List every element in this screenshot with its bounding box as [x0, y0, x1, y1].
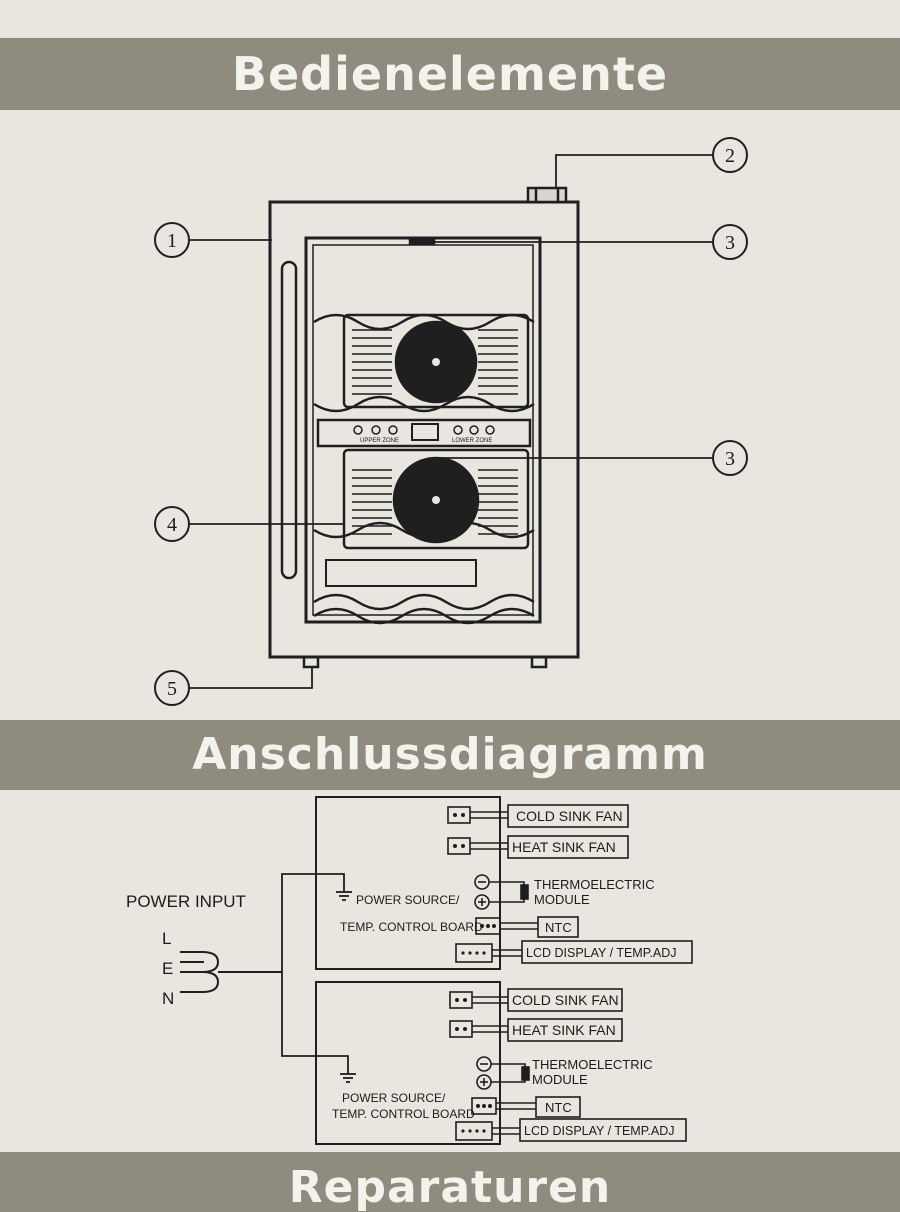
board2-power-source-label: POWER SOURCE/: [342, 1091, 446, 1105]
callout-4: [154, 506, 190, 542]
ground-symbol-1: [336, 891, 352, 901]
foot-left: [302, 655, 320, 669]
section-heading-wiring: Anschlussdiagramm: [0, 720, 900, 790]
thermo-minus-2: [476, 1056, 492, 1072]
board2-cold-fan-label: COLD SINK FAN: [512, 992, 619, 1008]
board2-thermo-label-1: THERMOELECTRIC: [532, 1057, 653, 1072]
callout-4-label: 4: [167, 514, 177, 536]
power-plug: [180, 951, 282, 993]
terminal-e-label: E: [162, 959, 173, 978]
board2-heat-fan-label: HEAT SINK FAN: [512, 1022, 616, 1038]
board2-thermo-label-2: MODULE: [532, 1072, 588, 1087]
lcd-display-box-1: [521, 940, 693, 964]
callout-1: [154, 222, 190, 258]
lcd-display-box-2: [519, 1118, 687, 1142]
callout-5: [154, 670, 190, 706]
connector-cold-fan-1: [447, 806, 471, 824]
connector-ntc-1: [475, 917, 501, 935]
callout-2: [712, 137, 748, 173]
door-handle: [280, 260, 298, 580]
cabinet-outline: [268, 200, 580, 659]
board2-ntc-label: NTC: [545, 1100, 572, 1115]
connector-heat-fan-2: [449, 1020, 473, 1038]
callout-3a: [712, 224, 748, 260]
connector-lcd-2: [455, 1121, 493, 1141]
top-control-knob: [526, 186, 568, 204]
control-board-2: [315, 981, 501, 1145]
foot-right: [530, 655, 548, 669]
callout-3b: [712, 440, 748, 476]
lcd-display: [411, 423, 439, 441]
lower-zone-label: LOWER ZONE: [452, 438, 492, 444]
upper-zone-label: UPPER ZONE: [360, 438, 399, 444]
callout-2-label: 2: [725, 145, 735, 167]
terminal-l-label: L: [162, 929, 171, 948]
connector-ntc-2: [471, 1097, 497, 1115]
thermo-plus-2: [476, 1074, 492, 1090]
ground-symbol-2: [340, 1073, 356, 1083]
wine-rack-lower: [313, 521, 535, 625]
upper-zone-button[interactable]: [353, 425, 363, 435]
heat-sink-fan-box-1: [507, 835, 629, 859]
power-input-label: POWER INPUT: [126, 892, 246, 911]
board1-control-board-label: TEMP. CONTROL BOARD: [340, 920, 483, 934]
connector-cold-fan-2: [449, 991, 473, 1009]
section-heading-repair: Reparaturen: [0, 1152, 900, 1212]
control-panel: [316, 418, 532, 448]
board1-thermo-label-1: THERMOELECTRIC: [534, 877, 655, 892]
callout-5-label: 5: [167, 678, 177, 700]
control-board-1: [315, 796, 501, 970]
section-heading-controls: Bedienelemente: [0, 38, 900, 110]
upper-fan-unit: [342, 313, 530, 409]
heat-sink-fan-box-2: [507, 1018, 623, 1042]
connector-heat-fan-1: [447, 837, 471, 855]
board2-control-board-label: TEMP. CONTROL BOARD: [332, 1107, 475, 1121]
appliance-diagram: UPPER ZONE LOWER ZONE 1 2 3 3 4: [154, 137, 748, 706]
terminal-n-label: N: [162, 989, 174, 1008]
callout-1-label: 1: [167, 230, 177, 252]
door-window: [304, 236, 542, 624]
thermo-plus-1: [474, 894, 490, 910]
board1-cold-fan-label: COLD SINK FAN: [516, 808, 623, 824]
board2-lcd-label: LCD DISPLAY / TEMP.ADJ: [524, 1124, 675, 1138]
callout-3a-label: 3: [725, 232, 735, 254]
board1-heat-fan-label: HEAT SINK FAN: [512, 839, 616, 855]
wine-rack-upper: [313, 313, 535, 413]
thermo-minus-1: [474, 874, 490, 890]
board1-ntc-label: NTC: [545, 920, 572, 935]
cold-sink-fan-box-1: [507, 804, 629, 828]
lower-zone-button[interactable]: [453, 425, 463, 435]
callout-3b-label: 3: [725, 448, 735, 470]
connector-lcd-1: [455, 943, 493, 963]
cold-sink-fan-box-2: [507, 988, 623, 1012]
drip-tray: [325, 559, 477, 587]
ntc-box-2: [535, 1096, 581, 1118]
board1-power-source-label: POWER SOURCE/: [356, 893, 460, 907]
board1-thermo-label-2: MODULE: [534, 892, 590, 907]
ntc-box-1: [537, 916, 579, 938]
board1-lcd-label: LCD DISPLAY / TEMP.ADJ: [526, 946, 677, 960]
lower-fan-unit: [342, 448, 530, 550]
